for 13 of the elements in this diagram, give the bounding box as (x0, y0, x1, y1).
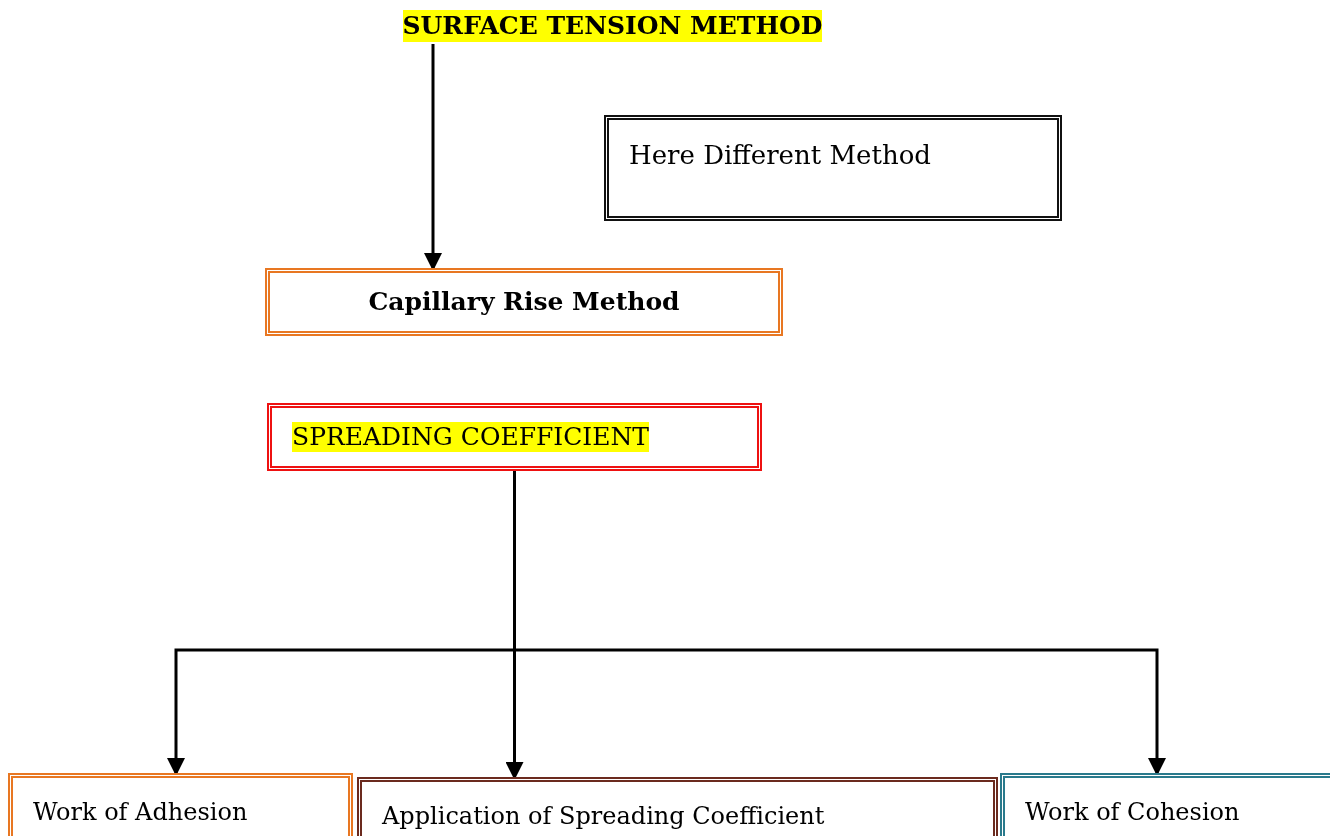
node-label: Work of Cohesion (1025, 797, 1240, 828)
node-label: Here Different Method (629, 139, 931, 172)
node-label: SPREADING COEFFICIENT (292, 422, 650, 452)
node-label: SURFACE TENSION METHOD (402, 10, 823, 42)
branch-box (357, 777, 998, 836)
branch-box (8, 773, 353, 836)
method-box (265, 268, 783, 336)
branch-box (1000, 773, 1330, 836)
concept-box (267, 403, 762, 471)
node-label: Work of Adhesion (33, 797, 248, 828)
node-label: Application of Spreading Coefficient (382, 801, 825, 832)
node-label: Capillary Rise Method (368, 286, 680, 319)
note-box (604, 115, 1062, 221)
